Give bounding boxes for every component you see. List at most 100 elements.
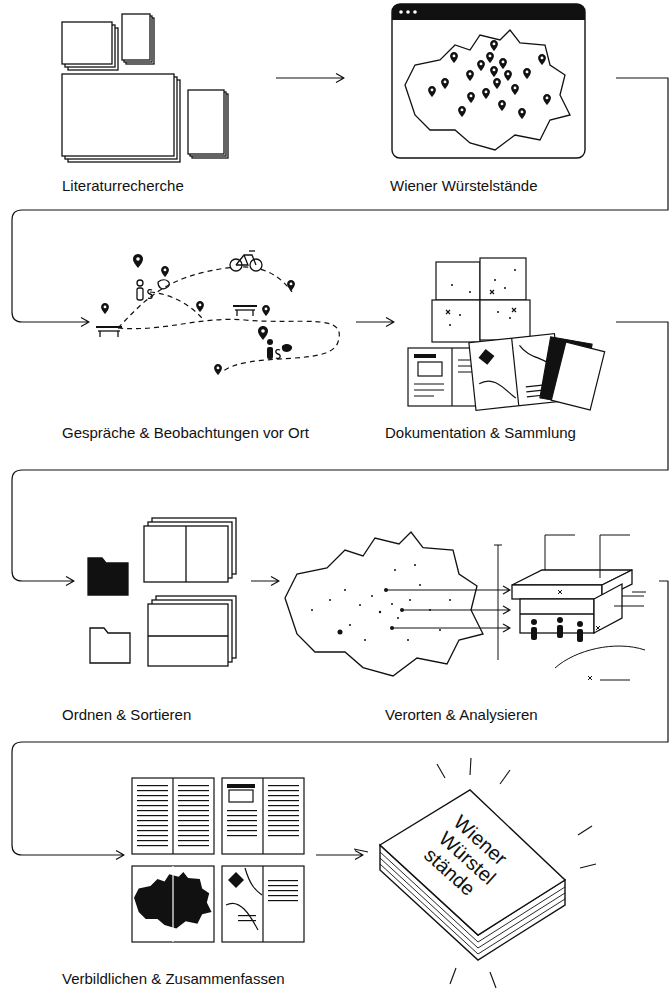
- browser-map-illustration-part: [405, 30, 570, 150]
- step-label: Verorten & Analysieren: [385, 706, 538, 724]
- folders-illustration-part: [90, 628, 130, 663]
- fieldwork-illustration-part: [258, 326, 268, 340]
- analysis-illustration: [285, 532, 646, 680]
- book-illustration: [354, 758, 596, 988]
- book-illustration-part: [437, 764, 445, 778]
- spreads-illustration-part: [172, 866, 173, 942]
- process-step: Gespräche & Beobachtungen vor Ort: [95, 230, 350, 445]
- analysis-illustration-part: [545, 535, 575, 570]
- analysis-illustration-part: [531, 619, 537, 625]
- books-illustration-part: [122, 14, 150, 60]
- fieldwork-illustration-part: [236, 255, 256, 265]
- fieldwork-illustration: [96, 251, 339, 375]
- analysis-illustration-part: [558, 590, 600, 630]
- fieldwork-illustration-part: [118, 267, 292, 328]
- fieldwork-illustration-part: [137, 288, 143, 300]
- fieldwork-illustration-part: [287, 280, 295, 291]
- browser-map-illustration-part: [493, 78, 501, 89]
- process-step: Literaturrecherche: [55, 5, 270, 200]
- browser-map-illustration-part: [490, 66, 498, 77]
- browser-map-illustration-part: [482, 88, 490, 99]
- browser-map-illustration-part: [450, 52, 458, 63]
- fieldwork-illustration-part: [214, 364, 222, 375]
- documents-illustration-part: [478, 348, 496, 366]
- process-step: Wiener Würstelstände: [350, 0, 610, 200]
- browser-map-illustration-part: [413, 10, 417, 14]
- documents-illustration-part: [494, 279, 496, 281]
- book-illustration-part: [500, 770, 510, 784]
- step-label: Dokumentation & Sammlung: [385, 424, 576, 442]
- fieldwork-illustration-part: [148, 290, 152, 299]
- analysis-illustration-part: [379, 611, 381, 613]
- folders-illustration-part: [148, 635, 228, 636]
- documents-illustration-part: [509, 317, 511, 319]
- browser-map-illustration-part: [477, 60, 485, 71]
- documents-illustration-part: [480, 300, 530, 340]
- spreads-illustration-part: [178, 785, 209, 847]
- browser-map-illustration-part: [392, 4, 585, 158]
- analysis-illustration-part: [349, 624, 351, 626]
- flow-arrow: [356, 318, 394, 327]
- documents-illustration-part: [449, 269, 516, 326]
- analysis-illustration-part: [494, 545, 502, 660]
- book-illustration-part: [450, 968, 456, 984]
- analysis-illustration-part: [397, 617, 399, 619]
- fieldwork-illustration-part: [267, 347, 273, 359]
- flow-arrow: [316, 851, 363, 860]
- analysis-illustration-part: [344, 589, 346, 591]
- fieldwork-illustration-part: [235, 309, 255, 310]
- analysis-illustration-part: [371, 595, 373, 597]
- fieldwork-illustration-part: [137, 280, 143, 286]
- documents-illustration: [408, 258, 605, 410]
- book-illustration-part: [580, 864, 596, 868]
- spreads-illustration-part: [172, 778, 173, 854]
- fieldwork-illustration-part: [96, 326, 122, 328]
- browser-map-illustration-part: [504, 70, 512, 81]
- documents-illustration-part: [414, 354, 436, 358]
- fieldwork-illustration-part: [276, 350, 280, 359]
- analysis-illustration-part: [414, 564, 416, 566]
- analysis-illustration-part: [386, 586, 510, 632]
- browser-map-illustration-part: [458, 106, 466, 117]
- analysis-illustration-part: [557, 625, 563, 638]
- book-title: Wiener Würstel stände: [420, 811, 524, 914]
- folders-illustration: [88, 518, 236, 666]
- spreads-illustration-part: [226, 868, 262, 930]
- analysis-illustration-part: [512, 585, 602, 599]
- fieldwork-illustration-part: [150, 292, 202, 318]
- analysis-illustration-part: [557, 617, 563, 623]
- step-label: Wiener Würstelstände: [390, 177, 538, 195]
- folders-illustration-part: [144, 526, 228, 582]
- browser-map-illustration-part: [441, 78, 449, 89]
- spreads-illustration-part: [268, 785, 299, 840]
- analysis-illustration-part: [391, 603, 393, 605]
- spreads-illustration-part: [132, 866, 214, 942]
- process-step: Ordnen & Sortieren: [80, 505, 245, 735]
- spreads-illustration-part: [222, 778, 304, 854]
- fieldwork-illustration-part: [262, 305, 270, 316]
- spreads-illustration-part: [262, 778, 263, 854]
- analysis-illustration-part: [392, 624, 510, 632]
- fieldwork-illustration-part: [267, 339, 292, 359]
- books-illustration-part: [188, 90, 224, 154]
- browser-map-illustration-part: [523, 68, 531, 79]
- analysis-illustration-part: [594, 584, 622, 633]
- analysis-illustration-part: [614, 592, 646, 606]
- browser-map-illustration-part: [511, 84, 519, 95]
- spreads-illustration-part: [238, 915, 256, 923]
- process-step: Verorten & Analysieren: [285, 505, 653, 735]
- flow-arrow: [276, 74, 344, 83]
- documents-illustration-part: [497, 311, 499, 313]
- analysis-illustration-part: [531, 627, 537, 640]
- book-illustration-part: [354, 758, 596, 988]
- spreads-illustration-part: [227, 784, 255, 788]
- browser-map-illustration-part: [518, 108, 526, 119]
- analysis-illustration-part: [494, 535, 646, 680]
- spreads-illustration-part: [229, 790, 253, 802]
- spreads-illustration: [132, 778, 304, 942]
- browser-map-illustration-part: [467, 92, 475, 103]
- analysis-illustration-part: [311, 564, 451, 641]
- documents-illustration-part: [446, 290, 516, 314]
